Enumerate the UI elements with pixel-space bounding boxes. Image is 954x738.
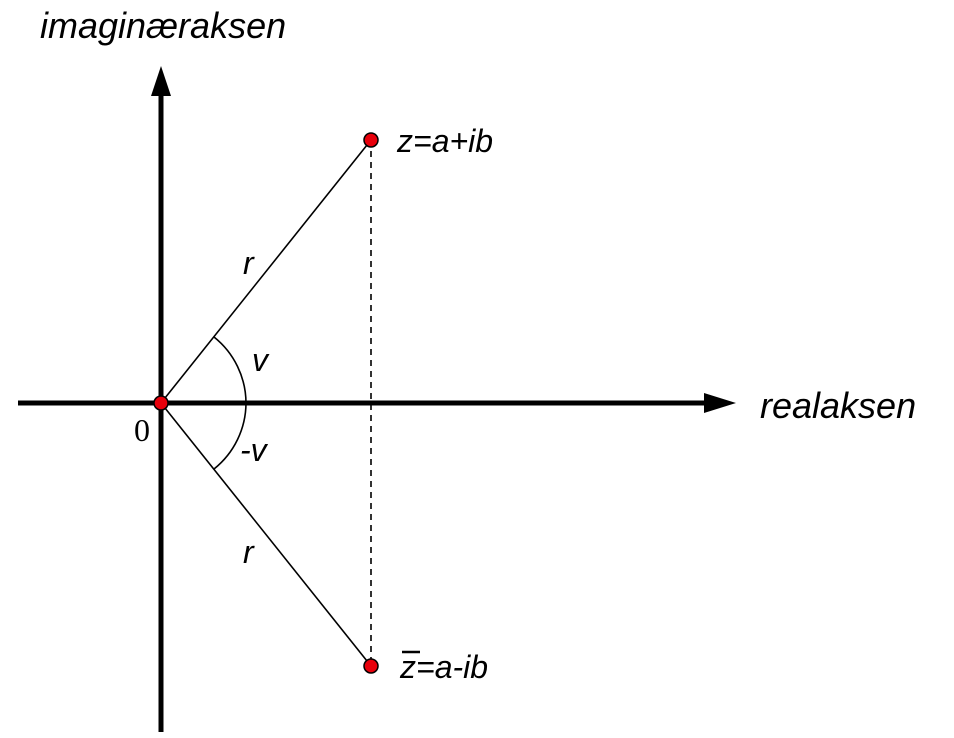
origin-point [153, 395, 169, 411]
imaginary-axis-label: imaginæraksen [40, 5, 286, 46]
real-axis-label: realaksen [760, 385, 916, 426]
point-z-conjugate-label: z=a-ib [399, 649, 488, 685]
angle-label-lower: -v [240, 432, 269, 468]
point-z-conjugate [363, 658, 379, 674]
radius-line-upper [160, 139, 372, 404]
real-axis-arrowhead [704, 393, 736, 413]
angle-arc-lower [213, 402, 247, 470]
radius-label-lower: r [243, 534, 255, 570]
origin-label: 0 [134, 412, 150, 448]
point-z-label: z=a+ib [396, 123, 493, 159]
radius-label-upper: r [243, 245, 255, 281]
angle-arc-upper [213, 336, 247, 404]
point-z-conjugate-name: z [399, 649, 416, 685]
point-z-expression: =a+ib [413, 123, 493, 159]
point-z-conjugate-expression: =a-ib [416, 649, 488, 685]
point-z [363, 132, 379, 148]
imaginary-axis-arrowhead [151, 66, 171, 96]
point-z-name: z [396, 123, 413, 159]
angle-label-upper: v [252, 342, 270, 378]
radius-line-lower [160, 402, 372, 667]
